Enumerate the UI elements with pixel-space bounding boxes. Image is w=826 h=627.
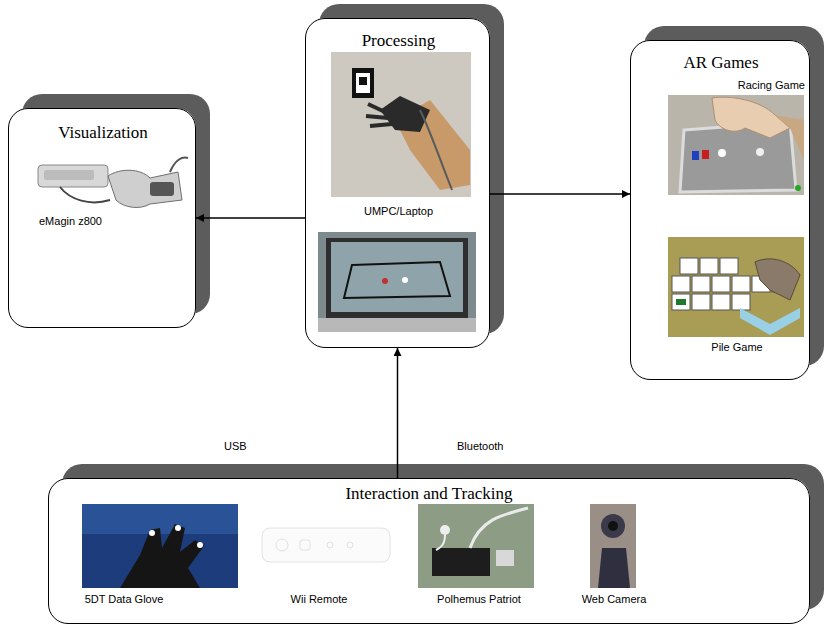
box-fills-part [630, 40, 810, 380]
polhemus-photo-part [436, 535, 445, 550]
pile-game-screenshot-part-part [712, 294, 730, 310]
pile-game-screenshot-part-part [732, 294, 750, 310]
data-glove-photo-part [120, 524, 204, 588]
data-glove-photo-part [175, 525, 181, 531]
racing-game-screenshot-part [668, 95, 804, 195]
marker-tracking-photo-part [352, 68, 374, 98]
flow-arrow [196, 217, 305, 219]
link-label: USB [222, 440, 249, 453]
racing-game-screenshot-part [756, 148, 764, 156]
marker-tracking-photo [331, 52, 471, 197]
marker-tracking-photo-part [366, 104, 392, 126]
application-box: AR GamesRacing GamePile Game [630, 40, 810, 380]
laptop-photo-part [344, 262, 450, 298]
device-caption: UMPC/Laptop [326, 205, 471, 218]
data-glove-photo-part [149, 530, 155, 536]
device-caption: Polhemus Patriot [409, 593, 549, 606]
pile-game-screenshot-part-part [680, 258, 698, 274]
laptop-photo-part [318, 232, 476, 332]
web-camera-photo-part [608, 521, 618, 531]
pile-game-screenshot-part-part [692, 294, 710, 310]
headset-picture-part [150, 182, 174, 196]
box-fills-part [8, 108, 196, 328]
headset-picture [38, 158, 188, 208]
pile-game-screenshot-part-part [732, 276, 750, 292]
web-camera-photo [590, 504, 636, 588]
racing-game-screenshot-part [718, 149, 726, 157]
laptop-photo-part [402, 277, 408, 283]
racing-game-screenshot [668, 95, 804, 195]
device-caption: Web Camera [569, 593, 659, 606]
device-caption: Wii Remote [259, 593, 379, 606]
box-title: AR Games [631, 53, 811, 73]
polhemus-photo-part [432, 548, 490, 576]
pile-game-screenshot-part [740, 308, 800, 335]
laptop-photo [318, 232, 476, 332]
laptop-photo-part [318, 318, 476, 332]
game-caption: Pile Game [669, 341, 805, 354]
wii-remote-photo-part [300, 540, 310, 550]
headset-picture-part [108, 170, 182, 207]
polhemus-photo-part [440, 525, 450, 535]
marker-tracking-photo-part [356, 73, 370, 93]
output-box: Visualization eMagin z800 [8, 108, 196, 328]
pile-game-screenshot-part-part [672, 276, 690, 292]
wii-remote-photo-part [347, 542, 353, 548]
box-fills [8, 18, 810, 624]
polhemus-photo-part [470, 508, 528, 548]
marker-tracking-photo-part [359, 77, 367, 85]
pile-game-screenshot [668, 237, 804, 337]
polhemus-photo-part [418, 504, 534, 588]
pile-game-screenshot-part-part [720, 258, 738, 274]
device-caption: eMagin z800 [39, 215, 159, 228]
process-box: ProcessingUMPC/Laptop [305, 18, 490, 348]
wii-remote-photo-part [327, 542, 333, 548]
box-fills-part [305, 18, 490, 348]
web-camera-photo-part [590, 504, 636, 588]
laptop-photo-part [382, 278, 388, 284]
headset-picture-part [170, 158, 188, 172]
headset-picture-part [44, 170, 94, 180]
laptop-photo-part [326, 238, 468, 318]
wii-remote-photo [262, 528, 390, 562]
link-label: Bluetooth [455, 440, 505, 453]
pile-game-screenshot-part [755, 259, 800, 300]
racing-game-screenshot-part [702, 150, 709, 159]
box-title: Interaction and Tracking [279, 484, 579, 504]
pile-game-screenshot-part [668, 237, 804, 337]
box-title: Processing [306, 31, 491, 51]
box-title: Visualization [9, 123, 197, 143]
wii-remote-photo-part [276, 539, 288, 551]
headset-picture-part [60, 187, 110, 202]
input-box: Interaction and Tracking 5DT Data Glove Wi… [48, 478, 810, 624]
web-camera-photo-part [601, 514, 625, 538]
racing-game-screenshot-part [692, 151, 699, 160]
pile-game-screenshot-part-part [700, 258, 718, 274]
data-glove-photo [82, 504, 238, 588]
flow-arrow [490, 193, 630, 195]
laptop-photo-part [331, 242, 463, 312]
pile-game-screenshot-part [676, 299, 686, 305]
box-fills-part [48, 478, 810, 624]
pile-game-screenshot-part-part [672, 294, 690, 310]
device-caption: 5DT Data Glove [64, 593, 184, 606]
polhemus-photo [418, 504, 534, 588]
headset-picture-part [38, 165, 108, 187]
data-glove-photo-part [82, 504, 238, 588]
racing-game-screenshot-part [795, 185, 801, 191]
pile-game-screenshot-part-part [712, 276, 730, 292]
data-glove-photo-part [197, 542, 203, 548]
marker-tracking-photo-part [331, 52, 471, 197]
racing-game-screenshot-part [775, 115, 804, 160]
polhemus-photo-part [496, 550, 514, 566]
game-caption: Racing Game [671, 79, 805, 92]
flow-arrow [397, 348, 399, 478]
pile-game-screenshot-part-part [692, 276, 710, 292]
wii-remote-photo-part [262, 528, 390, 562]
web-camera-photo-part [598, 548, 630, 588]
marker-tracking-photo-part [420, 110, 452, 190]
